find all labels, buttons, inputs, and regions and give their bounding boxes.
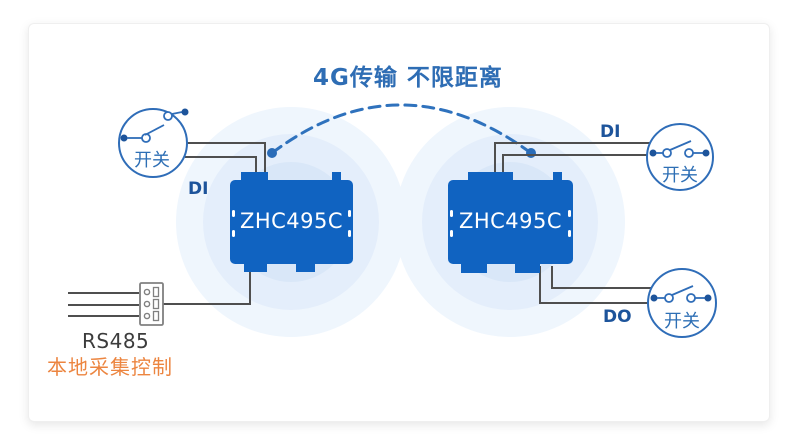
wire-rs485-riser: [163, 268, 251, 305]
device-right-notch: [568, 210, 571, 217]
device-left-antenna-stub: [332, 172, 341, 181]
port-label-right-do: DO: [603, 307, 632, 327]
device-right-body: [448, 180, 573, 264]
device-left-notch: [232, 210, 235, 217]
device-left-foot-2: [296, 263, 315, 272]
device-right-notch: [568, 230, 571, 237]
switch-right-di-label: 开关: [662, 165, 698, 186]
device-left-notch: [232, 230, 235, 237]
device-right-notch: [450, 210, 453, 217]
switch-right-do-label: 开关: [664, 311, 700, 332]
rs485-label: RS485: [82, 329, 150, 353]
wire-left-di-top: [187, 142, 266, 180]
device-right: ZHC495C: [448, 172, 573, 273]
device-left: ZHC495C: [230, 172, 353, 272]
device-left-notch: [348, 210, 351, 217]
switch-left-di-symbol: [118, 108, 189, 178]
wire-right-di-bottom: [502, 154, 650, 178]
switch-left-di-label: 开关: [134, 150, 170, 171]
device-left-notch: [348, 230, 351, 237]
device-right-foot-2: [515, 263, 540, 273]
device-left-label: ZHC495C: [239, 209, 344, 233]
wire-right-di-top: [494, 142, 650, 178]
device-left-body: [230, 180, 353, 264]
device-left-terminal-tab: [241, 172, 268, 181]
diagram-title: 4G传输 不限距离: [313, 65, 503, 91]
device-right-foot-1: [461, 263, 487, 273]
port-label-right-di: DI: [600, 122, 621, 142]
device-right-antenna-stub: [553, 172, 562, 181]
device-right-notch: [450, 230, 453, 237]
device-right-label: ZHC495C: [458, 209, 563, 233]
arc-4g-link: [270, 103, 533, 155]
rs485-terminal-block: [139, 282, 164, 326]
wire-right-do-top: [551, 266, 652, 289]
arc-endpoint-left: [267, 148, 277, 158]
port-label-left-di: DI: [188, 179, 209, 199]
local-control-label: 本地采集控制: [47, 355, 173, 379]
device-right-terminal-tab: [468, 172, 513, 181]
switch-right-di-symbol: [646, 123, 714, 191]
wire-right-do-bottom: [539, 266, 650, 304]
arc-endpoint-right: [526, 148, 536, 158]
device-left-foot-1: [244, 263, 267, 272]
switch-right-do-symbol: [647, 268, 717, 338]
